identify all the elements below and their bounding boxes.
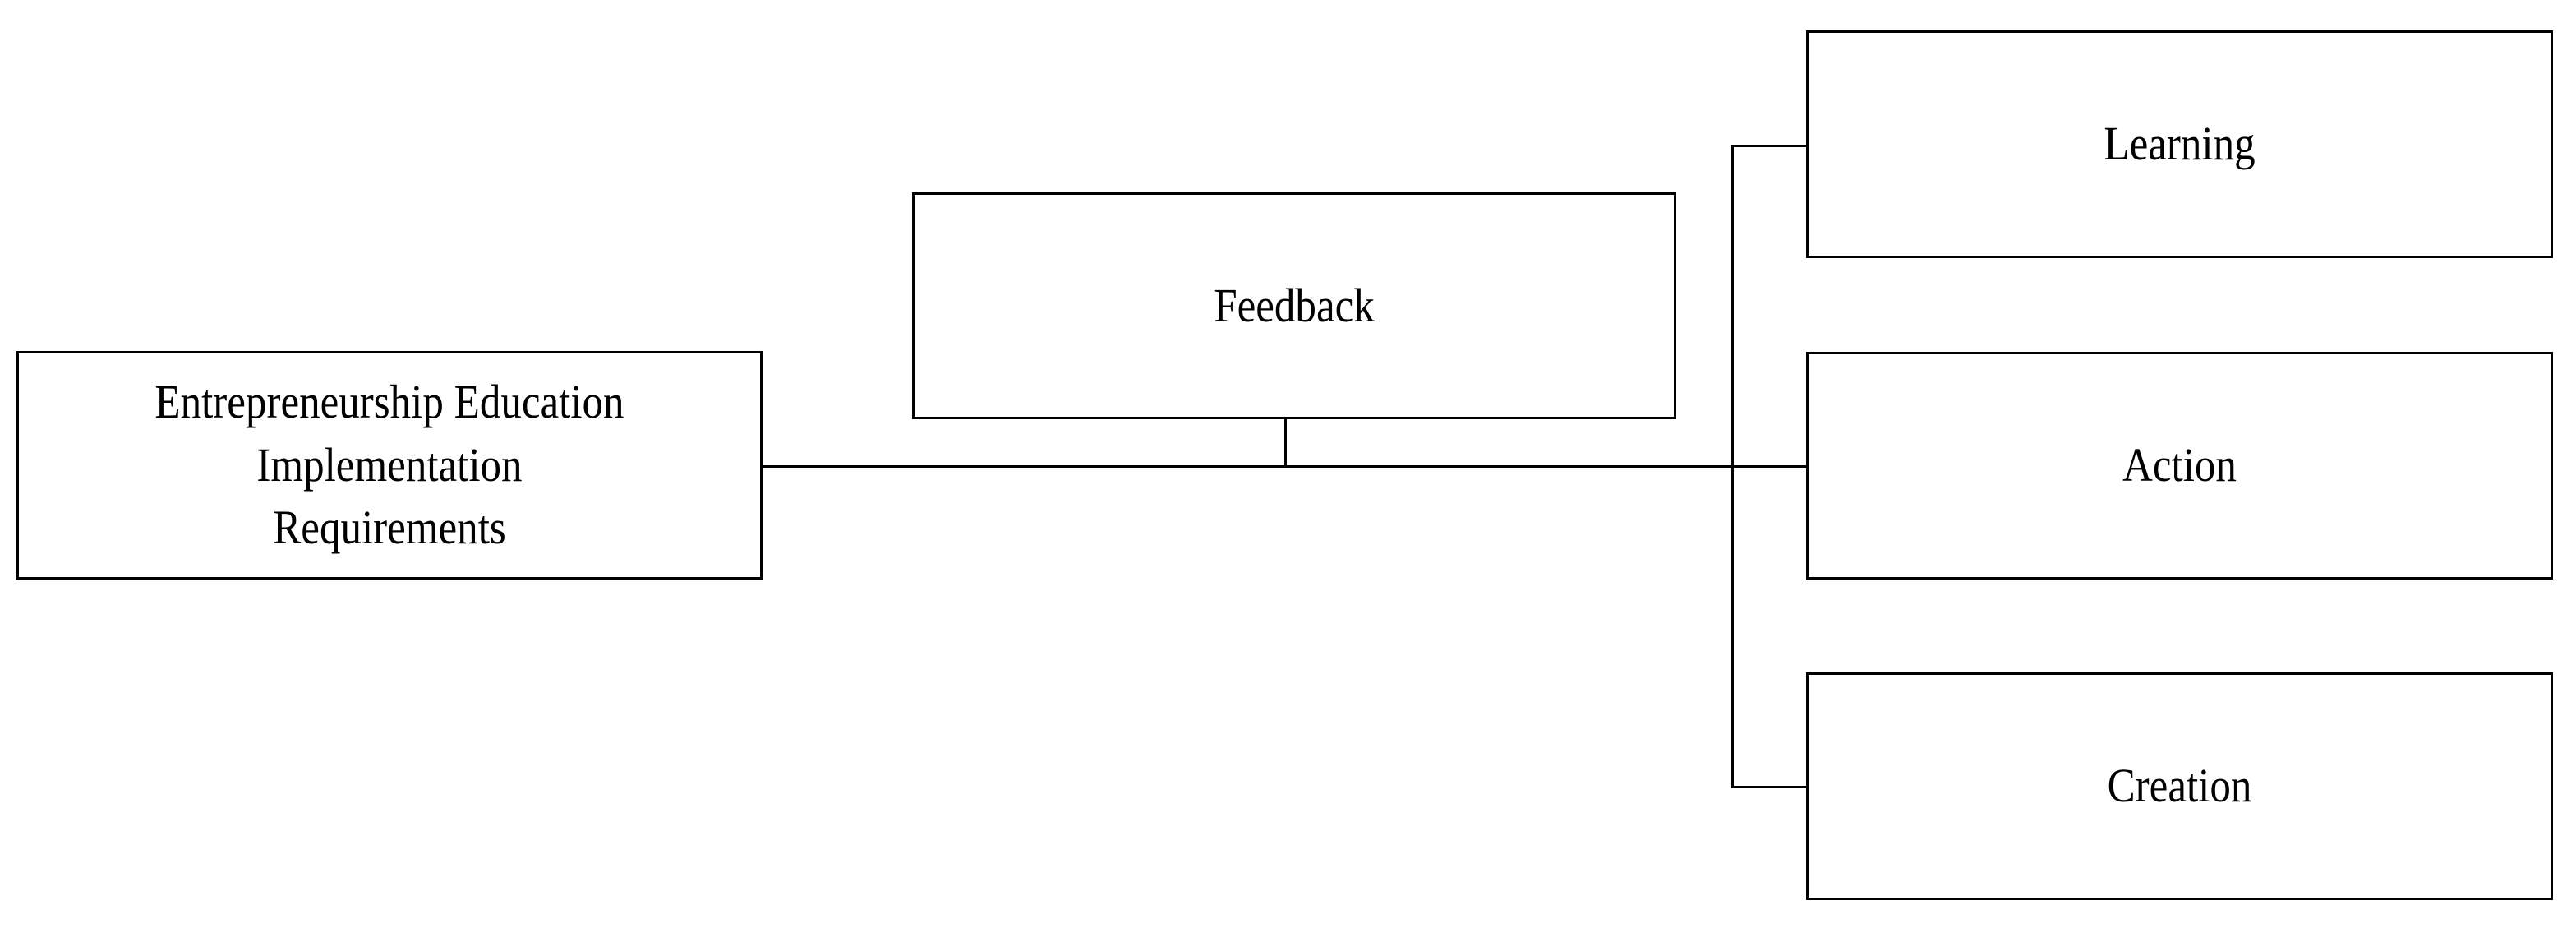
node-entrepreneurship-education-implementation-requirements[interactable]: Entrepreneurship Education Implementatio… [16,351,763,580]
node-learning[interactable]: Learning [1806,30,2553,258]
node-label-root: Entrepreneurship Education Implementatio… [154,375,624,555]
connector-stub-creation [1731,786,1808,788]
node-label-feedback: Feedback [1214,278,1375,332]
node-feedback[interactable]: Feedback [912,192,1676,419]
node-label-learning: Learning [2104,117,2256,171]
connector-feedback-stem [1284,418,1287,467]
node-action[interactable]: Action [1806,352,2553,580]
node-label-action: Action [2122,438,2237,492]
connector-branch-trunk [1731,145,1734,788]
node-creation[interactable]: Creation [1806,672,2553,900]
connector-stub-learning [1731,145,1808,147]
node-label-creation: Creation [2107,759,2252,813]
